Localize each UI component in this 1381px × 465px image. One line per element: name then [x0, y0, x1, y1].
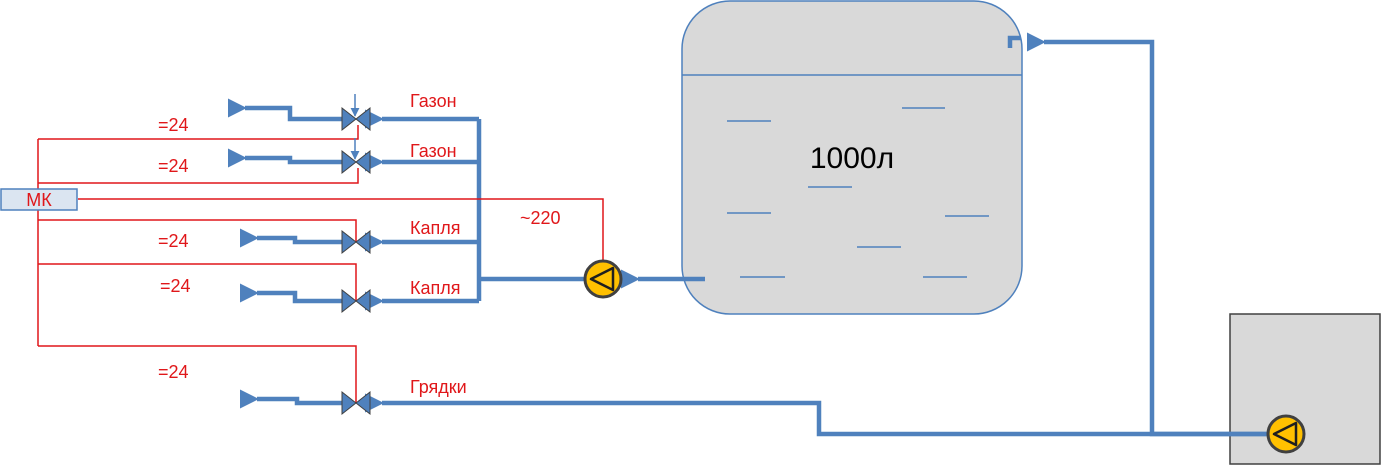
well-box: [1229, 313, 1381, 465]
voltage-label: =24: [158, 156, 189, 176]
well-to-beds-pipe: [364, 393, 1273, 437]
control-wiring: [37, 94, 604, 403]
solenoid-valve-5: [341, 390, 371, 416]
solenoid-valve-3: [341, 229, 371, 255]
controller-label: МК: [26, 190, 52, 210]
labels: Газон Газон Капля Капля Грядки =24 =24 =…: [158, 91, 561, 397]
wire-valve-4: [38, 263, 357, 301]
solenoid-valve-icon: [341, 229, 371, 255]
zone-label: Капля: [410, 278, 461, 298]
solenoid-valve-icon: [341, 106, 371, 132]
zone-label: Грядки: [410, 377, 467, 397]
tank-body: [681, 0, 1023, 315]
tank-inlet-spout: [1007, 35, 1021, 48]
wire-valve-1: [38, 125, 359, 140]
outlet-4: [239, 283, 342, 304]
solenoid-valve-icon: [341, 149, 371, 175]
solenoid-valve-2: [341, 149, 371, 175]
pipes: [227, 32, 1273, 437]
solenoid-valve-4: [341, 288, 371, 314]
controller: МК: [0, 188, 78, 211]
solenoid-valve-icon: [341, 390, 371, 416]
outlet-1: [227, 98, 342, 122]
outlet-5: [239, 389, 342, 409]
voltage-label: =24: [160, 276, 191, 296]
wire-valve-2: [38, 168, 359, 184]
water-ripples: [727, 107, 989, 278]
well-pump: [1266, 414, 1306, 454]
controller-box: [0, 188, 78, 211]
solenoid-valve-1: [341, 106, 371, 132]
zone-label: Капля: [410, 218, 461, 238]
voltage-label: =24: [158, 362, 189, 382]
outlet-2: [227, 148, 342, 168]
pump-direction-icon: [589, 266, 615, 292]
zone-label: Газон: [410, 91, 457, 111]
solenoid-valve-icon: [341, 288, 371, 314]
wire-valve-3: [38, 219, 357, 242]
voltage-label: =24: [158, 115, 189, 135]
power-label: ~220: [520, 208, 561, 228]
water-tank: 1000л: [681, 0, 1023, 315]
zone-label: Газон: [410, 141, 457, 161]
main-pump: [583, 259, 623, 299]
wire-valve-5: [38, 345, 357, 403]
voltage-label: =24: [158, 231, 189, 251]
pump-direction-icon: [1272, 421, 1298, 447]
wire-pump-power: [78, 198, 604, 262]
outlet-3: [239, 228, 342, 248]
tank-volume-label: 1000л: [810, 142, 894, 175]
